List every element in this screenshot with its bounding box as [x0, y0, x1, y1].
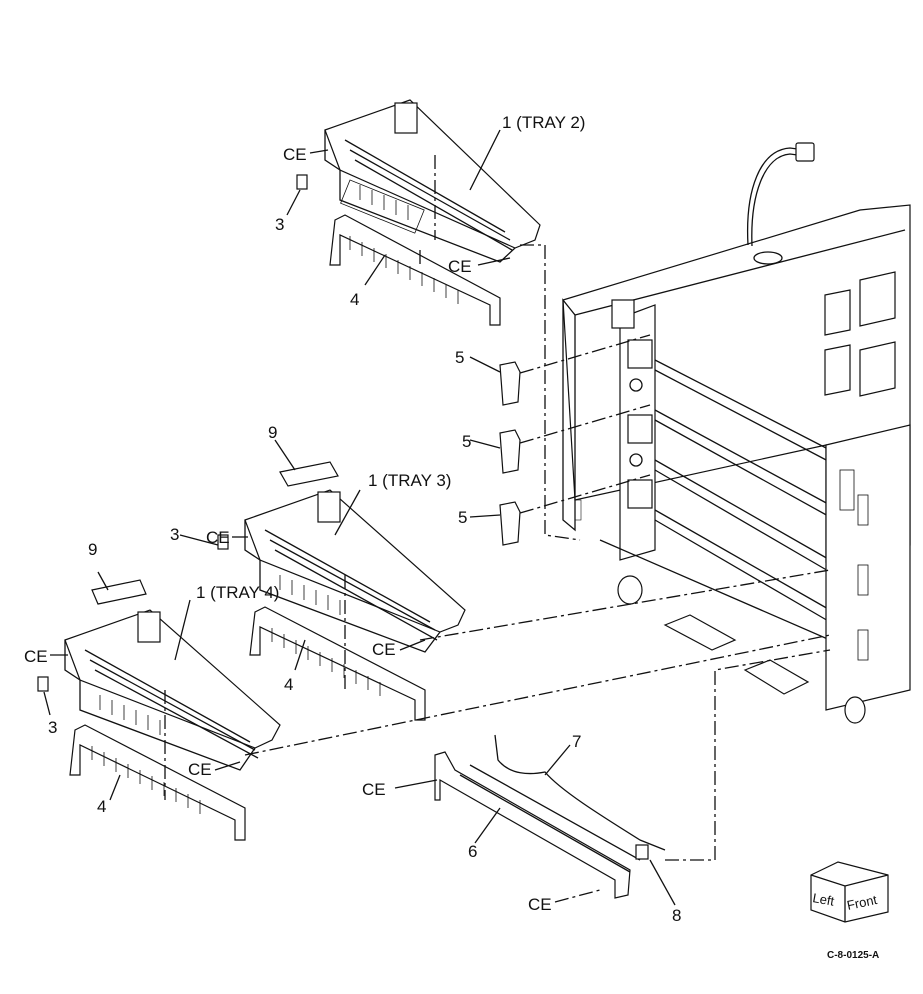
label-9: 9: [88, 540, 97, 559]
tray4-cover-part4: [69, 724, 246, 841]
label-4: 4: [97, 797, 106, 816]
tray2-part3: [296, 174, 308, 190]
label-5: 5: [462, 432, 471, 451]
sensor-part8: [635, 844, 649, 860]
label-tray3: 1 (TRAY 3): [368, 471, 451, 490]
label-3: 3: [275, 215, 284, 234]
label-8: 8: [672, 906, 681, 925]
tray3-part3: [217, 534, 229, 550]
tray3-feeder-assembly: [244, 489, 466, 653]
label-7: 7: [572, 732, 581, 751]
label-ce: CE: [188, 760, 212, 779]
cube-front-label: Front: [846, 892, 879, 913]
tray2-feeder-assembly: [324, 99, 541, 263]
cube-left-label: Left: [811, 890, 835, 909]
tray4-feeder-assembly: [64, 609, 281, 771]
tray3-sheet-part9: [279, 461, 339, 487]
tray2-cover-part4: [329, 214, 501, 326]
tray4-sheet-part9: [91, 579, 147, 605]
label-tray2: 1 (TRAY 2): [502, 113, 585, 132]
figure-caption: C-8-0125-A: [827, 950, 879, 961]
harness-part7: [494, 734, 666, 851]
label-ce: CE: [206, 528, 230, 547]
lower-rail-part6: [434, 751, 641, 899]
orientation-cube-icon: Left Front: [810, 861, 889, 923]
label-6: 6: [468, 842, 477, 861]
main-frame: [562, 142, 911, 724]
label-ce: CE: [362, 780, 386, 799]
label-4: 4: [350, 290, 359, 309]
label-ce: CE: [528, 895, 552, 914]
label-4: 4: [284, 675, 293, 694]
label-5: 5: [458, 508, 467, 527]
label-5: 5: [455, 348, 464, 367]
label-ce: CE: [24, 647, 48, 666]
label-9: 9: [268, 423, 277, 442]
label-tray4: 1 (TRAY 4): [196, 583, 279, 602]
callout-labels: 1 (TRAY 2) CE CE 3 4 5 5 5 9 1 (TRAY 3) …: [24, 113, 681, 925]
label-ce: CE: [448, 257, 472, 276]
label-3: 3: [170, 525, 179, 544]
tray3-cover-part4: [249, 606, 426, 721]
label-ce: CE: [283, 145, 307, 164]
leader-lines: [43, 129, 676, 906]
label-3: 3: [48, 718, 57, 737]
tray4-part3: [37, 676, 49, 692]
label-ce: CE: [372, 640, 396, 659]
part5-brackets: [499, 361, 521, 546]
assembly-lines: [164, 155, 831, 903]
